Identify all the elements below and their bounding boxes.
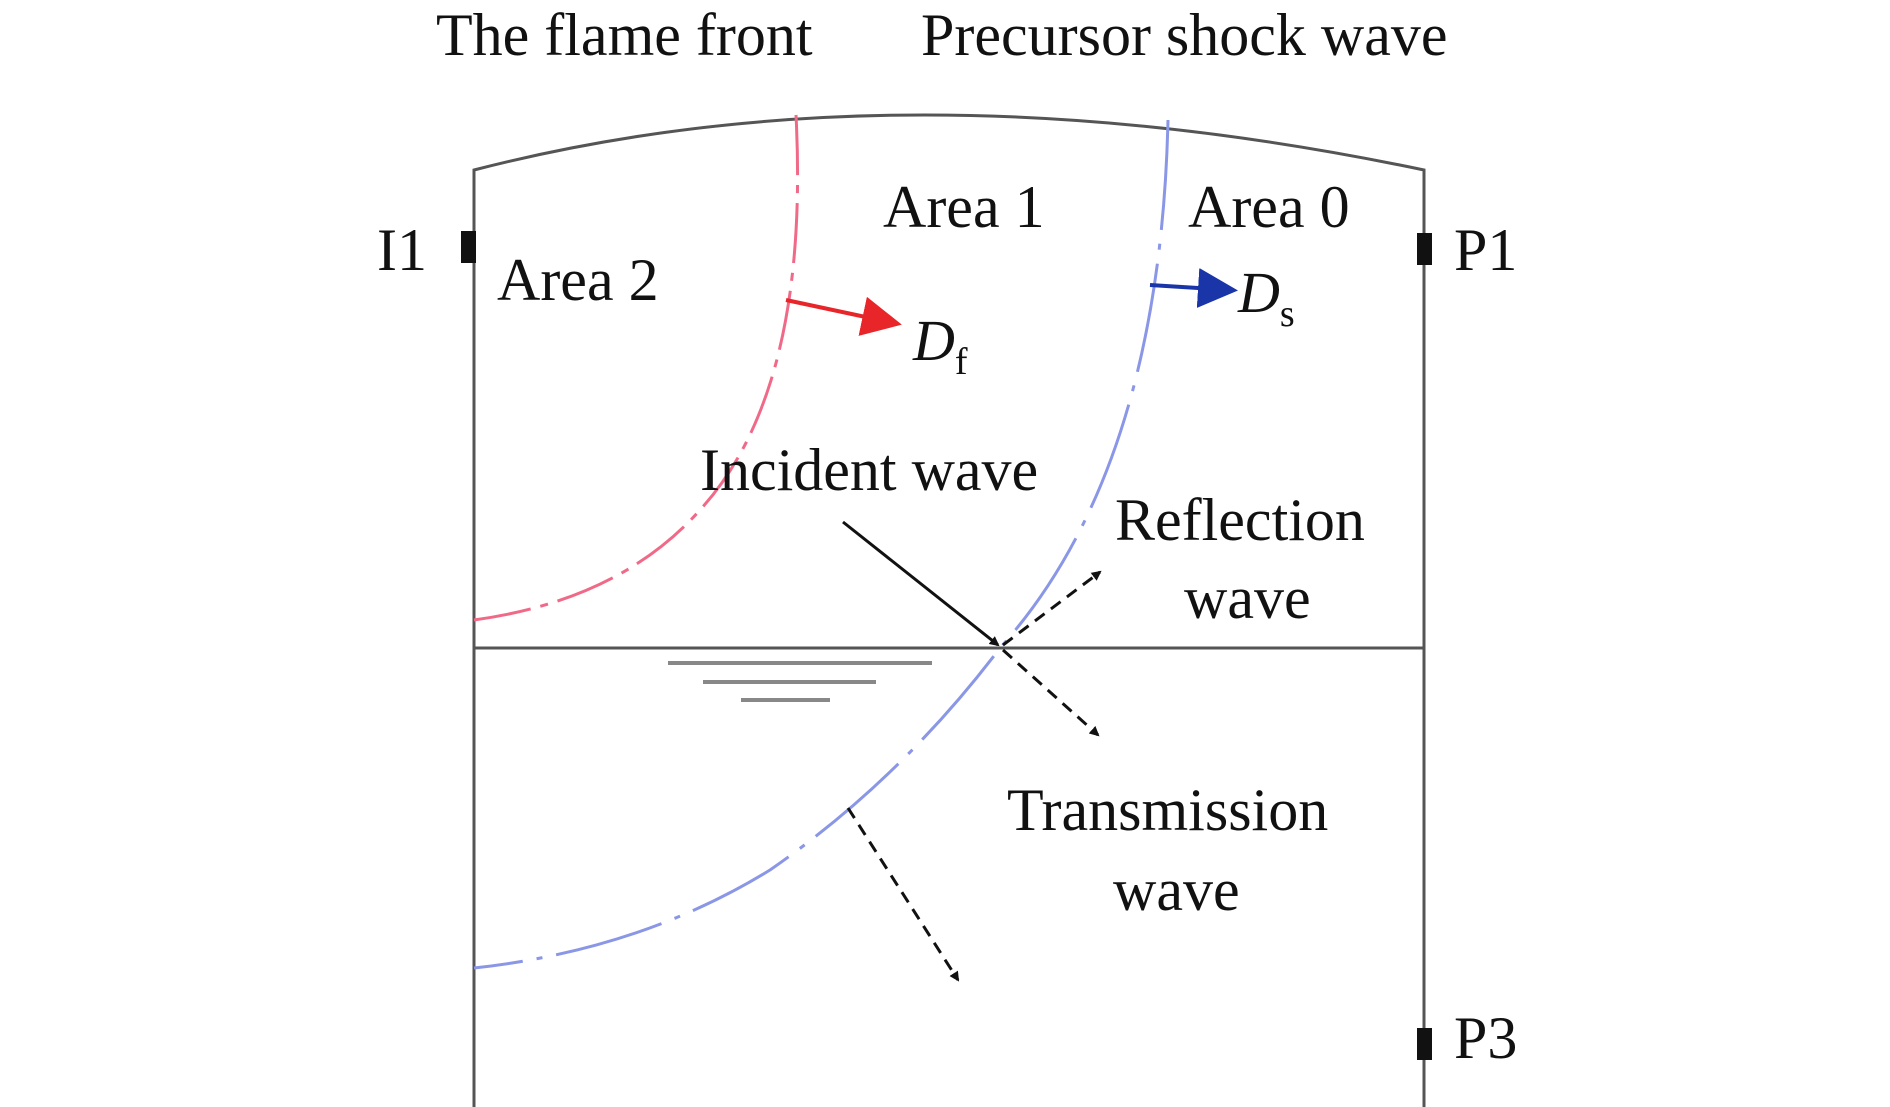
reflection-wave-arrow bbox=[1002, 570, 1102, 647]
transmission-wave-arrow bbox=[1001, 648, 1100, 737]
flame-front-label: The flame front bbox=[436, 2, 813, 68]
transmission-wave-label-line2: wave bbox=[1113, 857, 1240, 923]
flame-speed-arrow bbox=[785, 296, 902, 336]
transmission-wave-label-line1: Transmission bbox=[1007, 777, 1328, 843]
sensor-i1-marker bbox=[461, 231, 476, 263]
reflection-wave-label-line1: Reflection bbox=[1115, 487, 1365, 553]
area-1-label: Area 1 bbox=[883, 174, 1045, 240]
area-0-label: Area 0 bbox=[1188, 174, 1350, 240]
flame-front-curve bbox=[473, 114, 800, 622]
flame-speed-subscript: f bbox=[955, 341, 968, 383]
flame-speed-label: Df bbox=[912, 308, 968, 383]
reflection-wave-label-line2: wave bbox=[1184, 565, 1311, 631]
incident-wave-label: Incident wave bbox=[700, 437, 1038, 503]
sensor-p3-marker bbox=[1417, 1028, 1432, 1060]
sensor-p3-label: P3 bbox=[1454, 1005, 1517, 1071]
shock-speed-symbol: D bbox=[1237, 260, 1280, 325]
water-level-icon bbox=[668, 661, 932, 702]
shock-speed-arrow bbox=[1149, 268, 1238, 308]
transmitted-shock-arrow bbox=[846, 807, 960, 982]
flame-speed-symbol: D bbox=[912, 308, 955, 373]
precursor-shock-label: Precursor shock wave bbox=[921, 2, 1448, 68]
shock-wave-curve bbox=[473, 119, 1170, 970]
incident-wave-arrow bbox=[842, 520, 1000, 647]
vessel-outline bbox=[472, 113, 1426, 1107]
sensor-p1-marker bbox=[1417, 233, 1432, 265]
shock-speed-subscript: s bbox=[1280, 293, 1295, 335]
sensor-p1-label: P1 bbox=[1454, 217, 1517, 283]
shock-speed-label: Ds bbox=[1237, 260, 1295, 335]
area-2-label: Area 2 bbox=[497, 247, 659, 313]
sensor-i1-label: I1 bbox=[377, 217, 427, 283]
